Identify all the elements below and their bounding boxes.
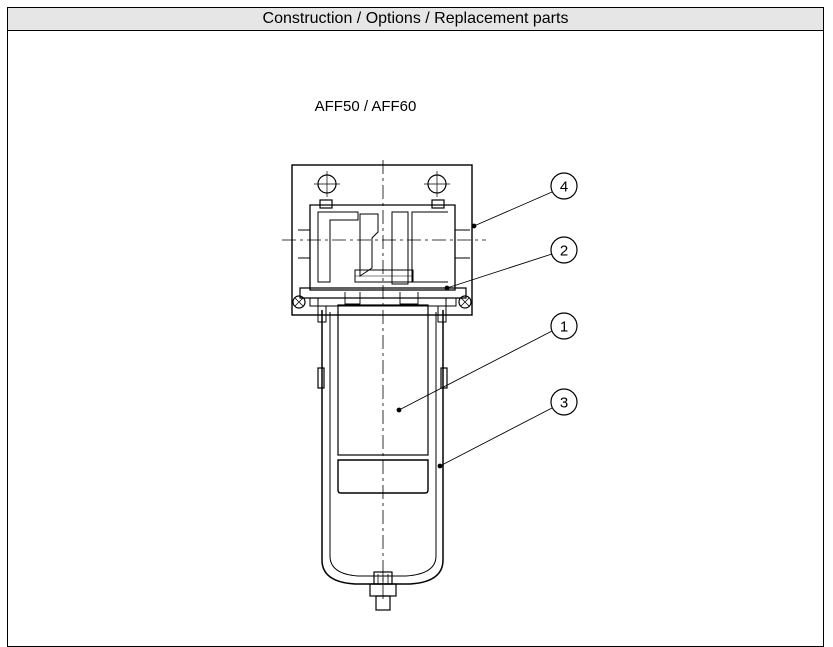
callout-3-number: 3: [560, 395, 568, 412]
drain-valve: [369, 571, 397, 611]
callout-1-number: 1: [560, 319, 568, 336]
leader-line-2: [446, 253, 553, 289]
screw-right: [458, 295, 472, 309]
section-header: Construction / Options / Replacement par…: [8, 8, 823, 31]
callout-3: 3: [550, 388, 578, 416]
callout-4: 4: [550, 172, 578, 200]
model-label: AFF50 / AFF60: [314, 98, 417, 115]
filter-body: [291, 164, 473, 323]
filter-cross-section-drawing: 4 2 1 3: [282, 160, 578, 611]
leader-line-3: [439, 407, 553, 467]
callout-2-number: 2: [560, 243, 568, 260]
leader-line-4: [473, 191, 553, 227]
content-frame: Construction / Options / Replacement par…: [7, 7, 824, 647]
callout-1: 1: [550, 312, 578, 340]
leader-line-1: [398, 330, 553, 411]
callout-2: 2: [550, 236, 578, 264]
callout-4-number: 4: [560, 179, 568, 196]
filter-element: [337, 304, 429, 494]
screw-left: [292, 295, 306, 309]
